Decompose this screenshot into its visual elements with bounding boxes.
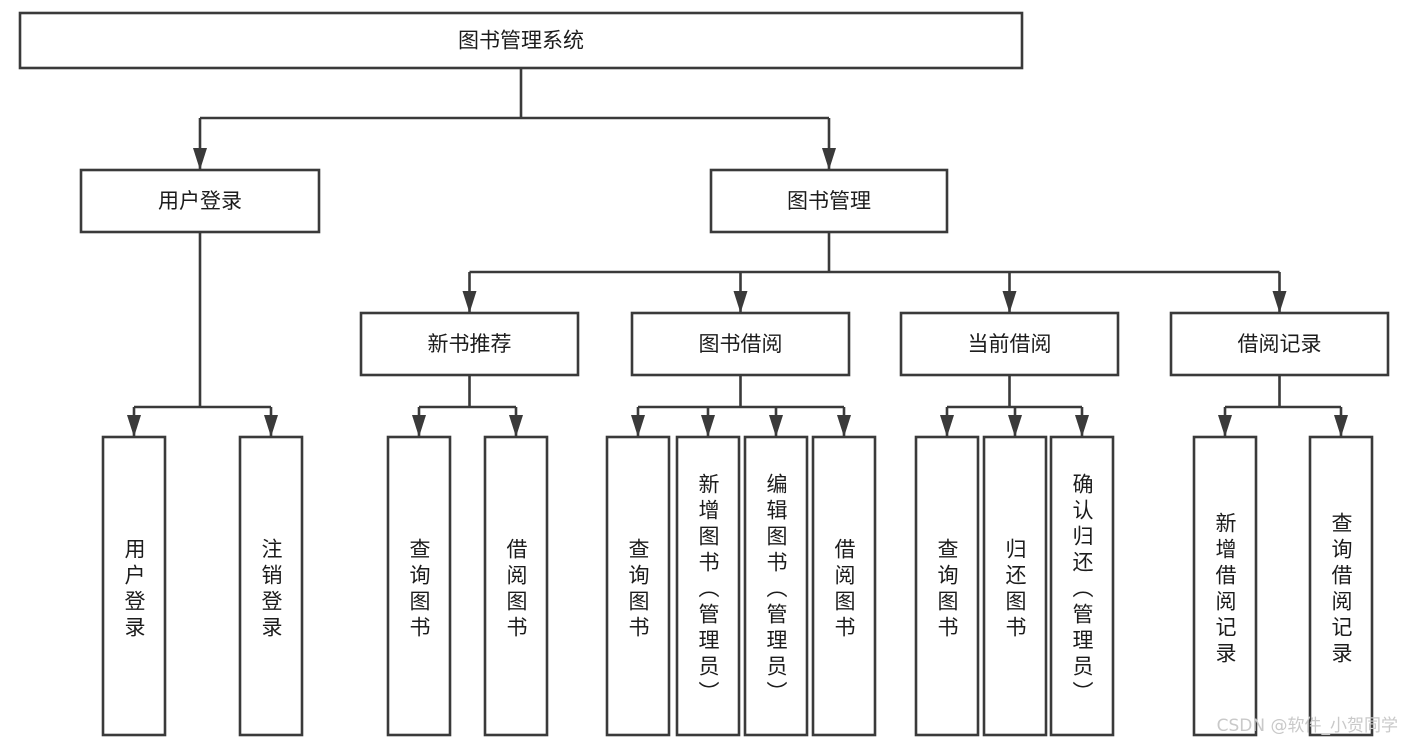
leaf-node-7-rect[interactable] <box>811 435 877 737</box>
arrow-head-icon <box>127 415 141 437</box>
level2-node-0-label: 用户登录 <box>158 189 242 213</box>
level3-node-2[interactable]: 当前借阅 <box>899 311 1120 377</box>
leaf-node-9-rect[interactable] <box>982 435 1048 737</box>
leaf-node-12-rect[interactable] <box>1308 435 1374 737</box>
level2-node-1-label: 图书管理 <box>787 189 871 213</box>
leaf-node-10-label: 确认归还（管理员） <box>1070 473 1094 707</box>
leaf-node-1[interactable]: 注销登录 <box>238 435 304 737</box>
level2-node-1[interactable]: 图书管理 <box>709 168 949 234</box>
level3-node-0-label: 新书推荐 <box>428 332 512 356</box>
arrow-head-icon <box>733 291 748 313</box>
arrow-head-icon <box>1008 415 1022 437</box>
arrow-head-icon <box>509 415 523 437</box>
leaf-node-10-rect[interactable] <box>1049 435 1115 737</box>
leaf-node-8-label: 查询图书 <box>935 538 959 642</box>
leaf-node-11-rect[interactable] <box>1192 435 1258 737</box>
leaf-node-9[interactable]: 归还图书 <box>982 435 1048 737</box>
level2-node-0[interactable]: 用户登录 <box>79 168 321 234</box>
level3-node-3[interactable]: 借阅记录 <box>1169 311 1390 377</box>
leaf-node-5[interactable]: 新增图书（管理员） <box>675 435 741 737</box>
arrow-head-icon <box>1272 291 1287 313</box>
root-node-book-management-system-label: 图书管理系统 <box>458 29 584 53</box>
leaf-node-8-rect[interactable] <box>914 435 980 737</box>
level3-node-1[interactable]: 图书借阅 <box>630 311 851 377</box>
root-node-book-management-system[interactable]: 图书管理系统 <box>18 11 1024 70</box>
arrow-head-icon <box>837 415 851 437</box>
leaf-node-7-label: 借阅图书 <box>832 538 856 642</box>
arrow-head-icon <box>412 415 426 437</box>
leaf-node-6-label: 编辑图书（管理员） <box>764 473 788 707</box>
arrow-head-icon <box>701 415 715 437</box>
level3-node-1-label: 图书借阅 <box>699 332 783 356</box>
leaf-node-12-label: 查询借阅记录 <box>1329 512 1353 668</box>
leaf-node-5-rect[interactable] <box>675 435 741 737</box>
leaf-node-12[interactable]: 查询借阅记录 <box>1308 435 1374 737</box>
level3-node-3-label: 借阅记录 <box>1238 332 1322 356</box>
leaf-node-2-rect[interactable] <box>386 435 452 737</box>
node-layer: 图书管理系统用户登录图书管理新书推荐图书借阅当前借阅借阅记录用户登录注销登录查询… <box>18 11 1390 737</box>
leaf-node-4-rect[interactable] <box>605 435 671 737</box>
leaf-node-8[interactable]: 查询图书 <box>914 435 980 737</box>
level3-node-0-rect[interactable] <box>359 311 580 377</box>
arrow-head-icon <box>822 148 836 170</box>
leaf-node-0-rect[interactable] <box>101 435 167 737</box>
arrow-head-icon <box>264 415 278 437</box>
level3-node-2-rect[interactable] <box>899 311 1120 377</box>
leaf-node-9-label: 归还图书 <box>1003 538 1027 642</box>
leaf-node-0[interactable]: 用户登录 <box>101 435 167 737</box>
leaf-node-1-rect[interactable] <box>238 435 304 737</box>
leaf-node-2-label: 查询图书 <box>407 538 431 642</box>
leaf-node-11-label: 新增借阅记录 <box>1213 512 1237 668</box>
level3-node-3-rect[interactable] <box>1169 311 1390 377</box>
arrow-head-icon <box>940 415 954 437</box>
root-node-book-management-system-rect[interactable] <box>18 11 1024 70</box>
arrow-head-icon <box>193 148 207 170</box>
level2-node-0-rect[interactable] <box>79 168 321 234</box>
level3-node-0[interactable]: 新书推荐 <box>359 311 580 377</box>
leaf-node-1-label: 注销登录 <box>259 538 283 642</box>
leaf-node-6-rect[interactable] <box>743 435 809 737</box>
leaf-node-6[interactable]: 编辑图书（管理员） <box>743 435 809 737</box>
level3-node-2-label: 当前借阅 <box>968 332 1052 356</box>
leaf-node-4[interactable]: 查询图书 <box>605 435 671 737</box>
arrow-head-icon <box>1334 415 1348 437</box>
leaf-node-0-label: 用户登录 <box>122 538 146 642</box>
level3-node-1-rect[interactable] <box>630 311 851 377</box>
leaf-node-2[interactable]: 查询图书 <box>386 435 452 737</box>
leaf-node-11[interactable]: 新增借阅记录 <box>1192 435 1258 737</box>
arrow-head-icon <box>769 415 783 437</box>
arrow-head-icon <box>631 415 645 437</box>
level2-node-1-rect[interactable] <box>709 168 949 234</box>
arrow-head-icon <box>1002 291 1017 313</box>
arrow-head-icon <box>1075 415 1089 437</box>
csdn-watermark: CSDN @软件_小贺同学 <box>1217 716 1398 736</box>
connector-layer <box>127 68 1348 437</box>
leaf-node-3-label: 借阅图书 <box>504 538 528 642</box>
leaf-node-7[interactable]: 借阅图书 <box>811 435 877 737</box>
leaf-node-5-label: 新增图书（管理员） <box>696 473 720 707</box>
leaf-node-4-label: 查询图书 <box>626 538 650 642</box>
leaf-node-3-rect[interactable] <box>483 435 549 737</box>
arrow-head-icon <box>1218 415 1232 437</box>
arrow-head-icon <box>462 291 477 313</box>
leaf-node-10[interactable]: 确认归还（管理员） <box>1049 435 1115 737</box>
leaf-node-3[interactable]: 借阅图书 <box>483 435 549 737</box>
